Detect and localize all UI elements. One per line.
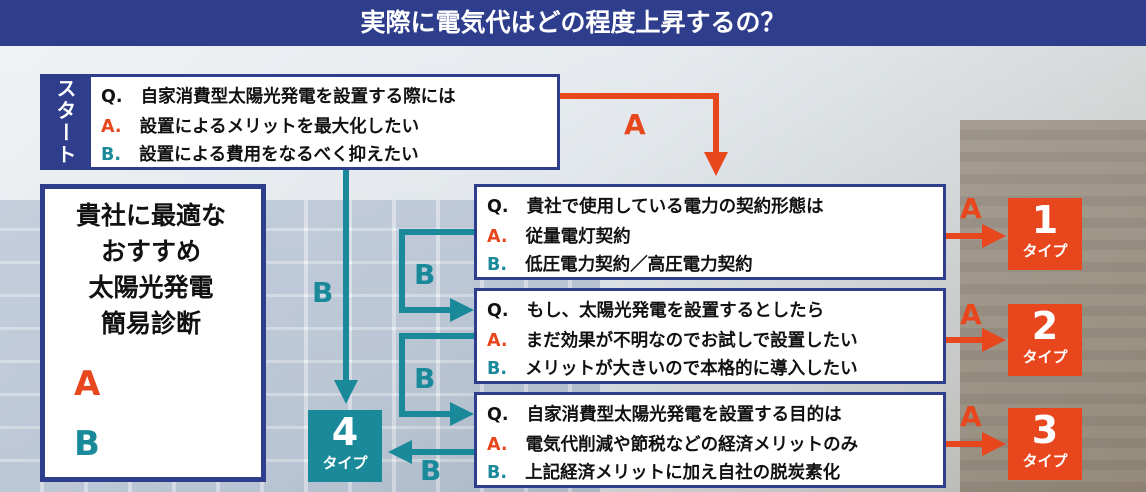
type-3-label: タイプ bbox=[1022, 452, 1068, 470]
q3-answer-a: まだ効果が不明なのでお試しで設置したい bbox=[525, 331, 858, 351]
q2-answer-b: 低圧電力契約／高圧電力契約 bbox=[525, 255, 753, 275]
edge-label-q1-a: A bbox=[624, 108, 646, 141]
edge-label-q1-b: B bbox=[312, 276, 334, 309]
q4-b-prefix: B. bbox=[487, 463, 507, 483]
legend-title-line-3: 太陽光発電 bbox=[88, 273, 214, 302]
q3-answer-b: メリットが大きいので本格的に導入したい bbox=[525, 359, 858, 379]
edge-label-q4-b: B bbox=[420, 454, 442, 487]
q1-a-prefix: A. bbox=[101, 117, 122, 137]
type-1-number: 1 bbox=[1031, 198, 1059, 242]
q1-question: 自家消費型太陽光発電を設置する際には bbox=[140, 87, 456, 107]
q4-q-prefix: Q. bbox=[487, 405, 509, 425]
legend-title-line-4: 簡易診断 bbox=[100, 309, 201, 338]
q1-q-prefix: Q. bbox=[101, 87, 123, 107]
q1-answer-a: 設置によるメリットを最大化したい bbox=[139, 117, 420, 137]
question-box-2: Q. 貴社で使用している電力の契約形態は A. 従量電灯契約 B. 低圧電力契約… bbox=[474, 184, 946, 280]
edge-label-q2-b: B bbox=[414, 258, 436, 291]
q3-question: もし、太陽光発電を設置するとしたら bbox=[526, 301, 825, 321]
edge-q3-b bbox=[399, 333, 474, 426]
type-4-label: タイプ bbox=[322, 454, 368, 472]
q3-b-prefix: B. bbox=[487, 359, 507, 379]
edge-label-q3-a: A bbox=[960, 298, 982, 331]
q3-a-prefix: A. bbox=[487, 331, 508, 351]
edge-label-q2-a: A bbox=[960, 192, 982, 225]
q1-b-prefix: B. bbox=[101, 145, 121, 165]
legend-box bbox=[40, 184, 266, 482]
q2-a-prefix: A. bbox=[487, 227, 508, 247]
type-4-box: 4 タイプ bbox=[308, 410, 382, 482]
edge-label-q4-a: A bbox=[960, 400, 982, 433]
q4-a-prefix: A. bbox=[487, 435, 508, 455]
q4-question: 自家消費型太陽光発電を設置する目的は bbox=[526, 405, 842, 425]
q2-b-prefix: B. bbox=[487, 255, 507, 275]
q4-answer-b: 上記経済メリットに加え自社の脱炭素化 bbox=[525, 463, 841, 483]
edge-q1-a bbox=[558, 93, 728, 176]
type-2-label: タイプ bbox=[1022, 348, 1068, 366]
legend-title-line-2: おすすめ bbox=[100, 237, 201, 266]
type-1-box: 1 タイプ bbox=[1008, 198, 1082, 270]
q1-answer-b: 設置による費用をなるべく抑えたい bbox=[139, 145, 419, 165]
q2-question: 貴社で使用している電力の契約形態は bbox=[526, 197, 824, 217]
question-box-4: Q. 自家消費型太陽光発電を設置する目的は A. 電気代削減や節税などの経済メリ… bbox=[474, 392, 946, 488]
type-4-number: 4 bbox=[331, 410, 359, 454]
q2-q-prefix: Q. bbox=[487, 197, 509, 217]
type-3-box: 3 タイプ bbox=[1008, 408, 1082, 480]
question-box-1: Q. 自家消費型太陽光発電を設置する際には A. 設置によるメリットを最大化した… bbox=[88, 74, 560, 170]
legend-title-line-1: 貴社に最適な bbox=[75, 201, 226, 230]
page-title: 実際に電気代はどの程度上昇するの？ bbox=[0, 0, 1146, 46]
question-box-3: Q. もし、太陽光発電を設置するとしたら A. まだ効果が不明なのでお試しで設置… bbox=[474, 288, 946, 384]
start-label: スタート bbox=[40, 74, 90, 170]
edge-label-q3-b: B bbox=[414, 362, 436, 395]
legend-b-letter: B bbox=[74, 424, 100, 464]
type-2-box: 2 タイプ bbox=[1008, 304, 1082, 376]
legend-title: 貴社に最適な おすすめ 太陽光発電 簡易診断 bbox=[52, 198, 250, 342]
type-1-label: タイプ bbox=[1022, 242, 1068, 260]
q2-answer-a: 従量電灯契約 bbox=[525, 227, 631, 247]
edge-q2-b bbox=[399, 229, 474, 322]
legend-a-letter: A bbox=[74, 364, 101, 404]
q3-q-prefix: Q. bbox=[487, 301, 509, 321]
type-3-number: 3 bbox=[1031, 408, 1059, 452]
type-2-number: 2 bbox=[1031, 304, 1059, 348]
q4-answer-a: 電気代削減や節税などの経済メリットのみ bbox=[525, 435, 859, 455]
